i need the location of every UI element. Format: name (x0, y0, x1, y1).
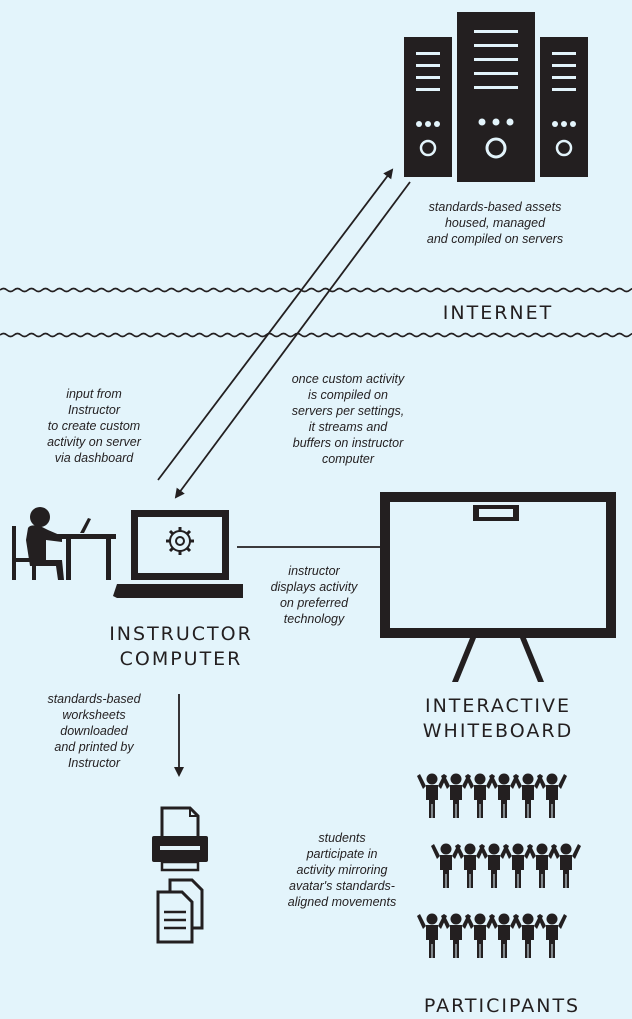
student-figure (513, 913, 543, 958)
input-note-line: to create custom (47, 419, 141, 433)
worksheets-note-line: standards-based (47, 692, 141, 706)
servers-caption-line: standards-based assets (428, 200, 562, 214)
students-note-line: avatar's standards- (289, 879, 395, 893)
student-figure (513, 773, 543, 818)
servers-caption-line: and compiled on servers (426, 232, 564, 246)
worksheets-note-line: and printed by (54, 740, 134, 754)
students-note-line: participate in (306, 847, 378, 861)
student-figure (417, 773, 447, 818)
worksheets-note: standards-based worksheets downloaded an… (24, 691, 164, 771)
whiteboard-label-line: INTERACTIVE (424, 695, 571, 717)
stream-note-line: servers per settings, (291, 404, 405, 418)
student-figure (417, 913, 447, 958)
student-figure (465, 773, 495, 818)
stream-note-line: buffers on instructor (292, 436, 404, 450)
students-note-line: students (318, 831, 366, 845)
stream-note-line: is compiled on (308, 388, 388, 402)
display-note-line: instructor (288, 564, 340, 578)
whiteboard-icon (380, 492, 616, 682)
student-figure (489, 773, 519, 818)
student-figure (537, 773, 567, 818)
student-figure (455, 843, 485, 888)
documents-icon (156, 878, 204, 944)
student-figure (465, 913, 495, 958)
person-at-desk-icon (12, 507, 116, 580)
internet-label: INTERNET (442, 302, 554, 324)
display-note-line: on preferred (279, 596, 349, 610)
student-figure (551, 843, 581, 888)
students-note: students participate in activity mirrori… (274, 830, 410, 910)
stream-note-line: it streams and (308, 420, 388, 434)
server-rack-icon (404, 12, 588, 182)
student-figure (489, 913, 519, 958)
servers-caption-line: housed, managed (444, 216, 546, 230)
instructor-computer-label-line: COMPUTER (119, 648, 243, 670)
input-note-line: via dashboard (54, 451, 134, 465)
student-figure (441, 773, 471, 818)
students-note-line: activity mirroring (296, 863, 388, 877)
instructor-computer-label: INSTRUCTOR COMPUTER (96, 622, 266, 672)
student-figure (431, 843, 461, 888)
display-note-line: technology (283, 612, 345, 626)
students-note-line: aligned movements (287, 895, 397, 909)
participants-label: PARTICIPANTS (423, 995, 581, 1017)
student-figure (479, 843, 509, 888)
student-figure (537, 913, 567, 958)
input-note-line: activity on server (47, 435, 141, 449)
student-figure (441, 913, 471, 958)
stream-note: once custom activity is compiled on serv… (270, 371, 426, 467)
display-note-line: displays activity (270, 580, 358, 594)
input-note-line: Instructor (67, 403, 121, 417)
input-note: input from Instructor to create custom a… (34, 386, 154, 466)
student-figure (527, 843, 557, 888)
student-figure (503, 843, 533, 888)
servers-caption: standards-based assets housed, managed a… (400, 199, 590, 247)
stream-note-line: computer (321, 452, 375, 466)
stream-note-line: once custom activity (291, 372, 405, 386)
display-note: instructor displays activity on preferre… (256, 563, 372, 627)
laptop-gear-icon (113, 510, 243, 598)
internet-wave-lines (0, 287, 632, 338)
instructor-computer-label-line: INSTRUCTOR (109, 623, 253, 645)
students-group-icon (417, 773, 581, 958)
whiteboard-label: INTERACTIVE WHITEBOARD (400, 694, 596, 744)
arrow-computer-to-servers (157, 168, 394, 481)
printer-icon (152, 806, 208, 872)
input-note-line: input from (66, 387, 122, 401)
arrow-servers-to-computer (174, 181, 411, 499)
whiteboard-label-line: WHITEBOARD (422, 720, 574, 742)
worksheets-note-line: downloaded (60, 724, 128, 738)
worksheets-note-line: worksheets (62, 708, 126, 722)
worksheets-note-line: Instructor (67, 756, 121, 770)
